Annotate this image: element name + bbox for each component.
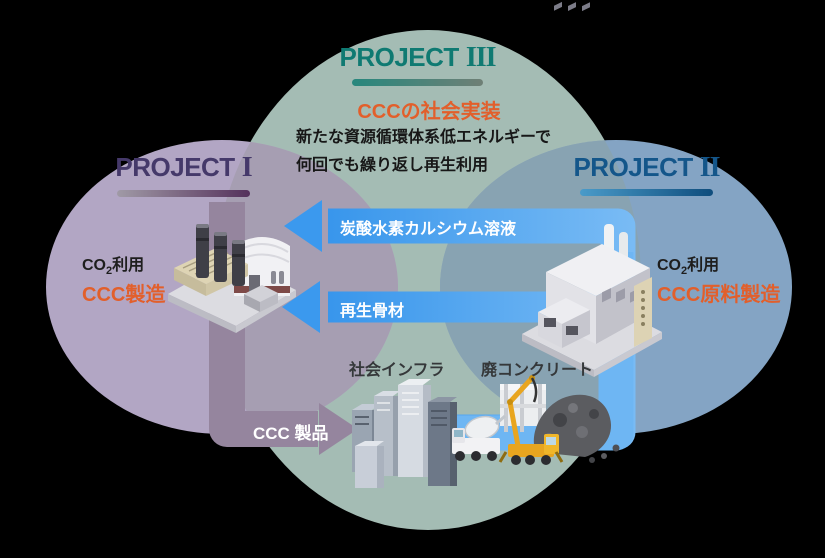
project3-title-numeral: III — [465, 42, 497, 73]
co2-text: CO — [82, 257, 106, 274]
mixer-truck-icon — [452, 414, 506, 461]
project2-underline — [580, 189, 713, 196]
co2-subscript: 2 — [106, 265, 113, 278]
project1-title-numeral: I — [241, 152, 253, 183]
project3-title-label: PROJECT — [339, 42, 460, 72]
project3-underline — [352, 79, 483, 86]
flow-label-solution: 炭酸水素カルシウム溶液 — [340, 221, 517, 238]
city-icon — [352, 379, 457, 488]
site-label-waste-concrete: 廃コンクリート — [481, 362, 594, 379]
aggregate-arrowhead — [282, 281, 320, 333]
demolition-icon — [452, 375, 620, 465]
co2-text: CO — [657, 257, 681, 274]
project1-title: PROJECT I — [115, 152, 253, 184]
project3-title: PROJECT III — [340, 42, 497, 74]
factory-left-icon — [168, 224, 296, 333]
project2-title-label: PROJECT — [573, 152, 693, 182]
project1-title-label: PROJECT — [115, 152, 235, 182]
project2-title: PROJECT II — [573, 152, 720, 184]
co2-subscript: 2 — [681, 265, 688, 278]
site-label-infrastructure: 社会インフラ — [349, 362, 445, 379]
project2-role: CCC原料製造 — [657, 284, 781, 306]
project3-role: CCCの社会実装 — [357, 101, 501, 123]
product-arrowhead — [319, 403, 358, 455]
project3-description-line1: 新たな資源循環体系低エネルギーで — [296, 129, 552, 146]
project3-description: 新たな資源循環体系低エネルギーで 何回でも繰り返し再生利用 — [296, 124, 551, 180]
crane-truck-icon — [498, 375, 564, 465]
flow-label-aggregate: 再生骨材 — [340, 303, 405, 320]
co2-usage-text: 利用 — [687, 257, 720, 274]
co2-usage-text: 利用 — [112, 257, 145, 274]
project1-role: CCC製造 — [82, 284, 166, 306]
project3-description-line2: 何回でも繰り返し再生利用 — [296, 157, 489, 174]
solution-arrowhead — [284, 200, 322, 252]
factory-right-icon — [522, 1, 662, 377]
project2-co2-label: CO2利用 — [657, 251, 719, 277]
project2-title-numeral: II — [699, 152, 721, 183]
flow-label-product: CCC 製品 — [253, 424, 329, 443]
project1-underline — [117, 190, 250, 197]
project1-co2-label: CO2利用 — [82, 251, 144, 277]
